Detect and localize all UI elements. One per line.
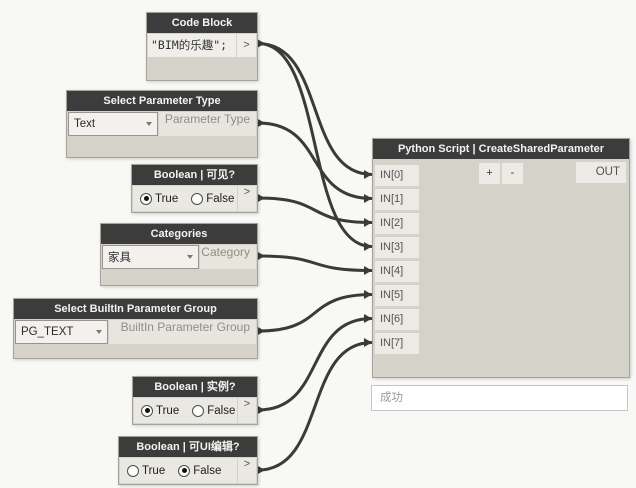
chevron-down-icon [187,255,193,259]
node-footer [14,345,257,358]
radio-label: True [155,192,179,205]
output-port[interactable]: BuiltIn Parameter Group [109,320,256,344]
node-header[interactable]: Python Script | CreateSharedParameter [373,139,629,159]
node-footer [147,58,257,80]
output-port[interactable]: > [238,458,256,483]
radio-true[interactable]: True [127,464,166,477]
node-select-builtin-parameter-group: Select BuiltIn Parameter Group PG_TEXT B… [13,298,258,359]
node-select-parameter-type: Select Parameter Type Text Parameter Typ… [66,90,258,158]
add-input-button[interactable]: + [479,163,500,184]
output-port[interactable]: Parameter Type [159,112,256,136]
input-port-in2[interactable]: IN[2] [375,213,419,234]
node-header[interactable]: Code Block [147,13,257,33]
radio-false[interactable]: False [178,464,222,477]
output-port[interactable]: > [238,398,256,423]
radio-icon [127,464,139,477]
radio-icon [178,464,191,477]
boolean-options: True False [134,398,237,423]
node-header[interactable]: Boolean | 实例? [133,377,257,397]
wire[interactable] [256,196,374,224]
radio-label: True [156,404,180,417]
node-header[interactable]: Select Parameter Type [67,91,257,111]
input-port-in1[interactable]: IN[1] [375,189,419,210]
node-python-script: Python Script | CreateSharedParameter IN… [372,138,630,378]
input-port-in0[interactable]: IN[0] [375,165,419,186]
node-boolean-visible: Boolean | 可见? True False > [131,164,258,213]
input-port-in4[interactable]: IN[4] [375,261,419,282]
radio-false[interactable]: False [192,404,236,417]
builtin-parameter-group-dropdown[interactable]: PG_TEXT [15,320,108,344]
output-port[interactable]: > [238,186,256,211]
node-footer [67,137,257,157]
dropdown-value: Text [74,118,96,130]
node-boolean-ui-editable: Boolean | 可UI编辑? True False > [118,436,258,485]
input-port-in7[interactable]: IN[7] [375,333,419,354]
radio-label: True [142,464,166,477]
dropdown-value: 家具 [108,252,131,264]
chevron-down-icon [146,122,152,126]
input-port-in6[interactable]: IN[6] [375,309,419,330]
wire[interactable] [256,317,374,412]
radio-label: False [206,192,235,205]
radio-icon [140,192,152,205]
code-block-row: "BIM的乐趣"; > [147,33,257,58]
output-port-out[interactable]: OUT [576,162,626,183]
code-input[interactable]: "BIM的乐趣"; [148,34,236,57]
wire[interactable] [256,42,374,176]
radio-true[interactable]: True [140,192,179,205]
wire[interactable] [256,341,374,472]
radio-icon [141,404,153,417]
wire[interactable] [256,254,374,272]
node-header[interactable]: Boolean | 可UI编辑? [119,437,257,457]
output-port[interactable]: > [237,34,256,57]
remove-input-button[interactable]: - [502,163,523,184]
radio-icon [191,192,204,205]
node-header[interactable]: Boolean | 可见? [132,165,257,185]
boolean-options: True False [120,458,237,483]
node-code-block: Code Block "BIM的乐趣"; > [146,12,258,81]
radio-label: False [193,464,222,477]
node-categories: Categories 家具 Category [100,223,258,286]
wire[interactable] [256,42,374,248]
radio-label: False [207,404,236,417]
radio-icon [192,404,205,417]
input-port-in5[interactable]: IN[5] [375,285,419,306]
parameter-type-dropdown[interactable]: Text [68,112,158,136]
wire[interactable] [256,121,374,200]
categories-dropdown[interactable]: 家具 [102,245,199,269]
preview-bubble: 成功 [371,385,628,411]
radio-false[interactable]: False [191,192,235,205]
dropdown-value: PG_TEXT [21,326,74,338]
output-port[interactable]: Category [200,245,256,269]
wire[interactable] [256,293,374,333]
node-footer [101,270,257,285]
input-port-in3[interactable]: IN[3] [375,237,419,258]
chevron-down-icon [96,330,102,334]
boolean-options: True False [133,186,237,211]
node-header[interactable]: Categories [101,224,257,244]
node-boolean-instance: Boolean | 实例? True False > [132,376,258,425]
radio-true[interactable]: True [141,404,180,417]
node-header[interactable]: Select BuiltIn Parameter Group [14,299,257,319]
